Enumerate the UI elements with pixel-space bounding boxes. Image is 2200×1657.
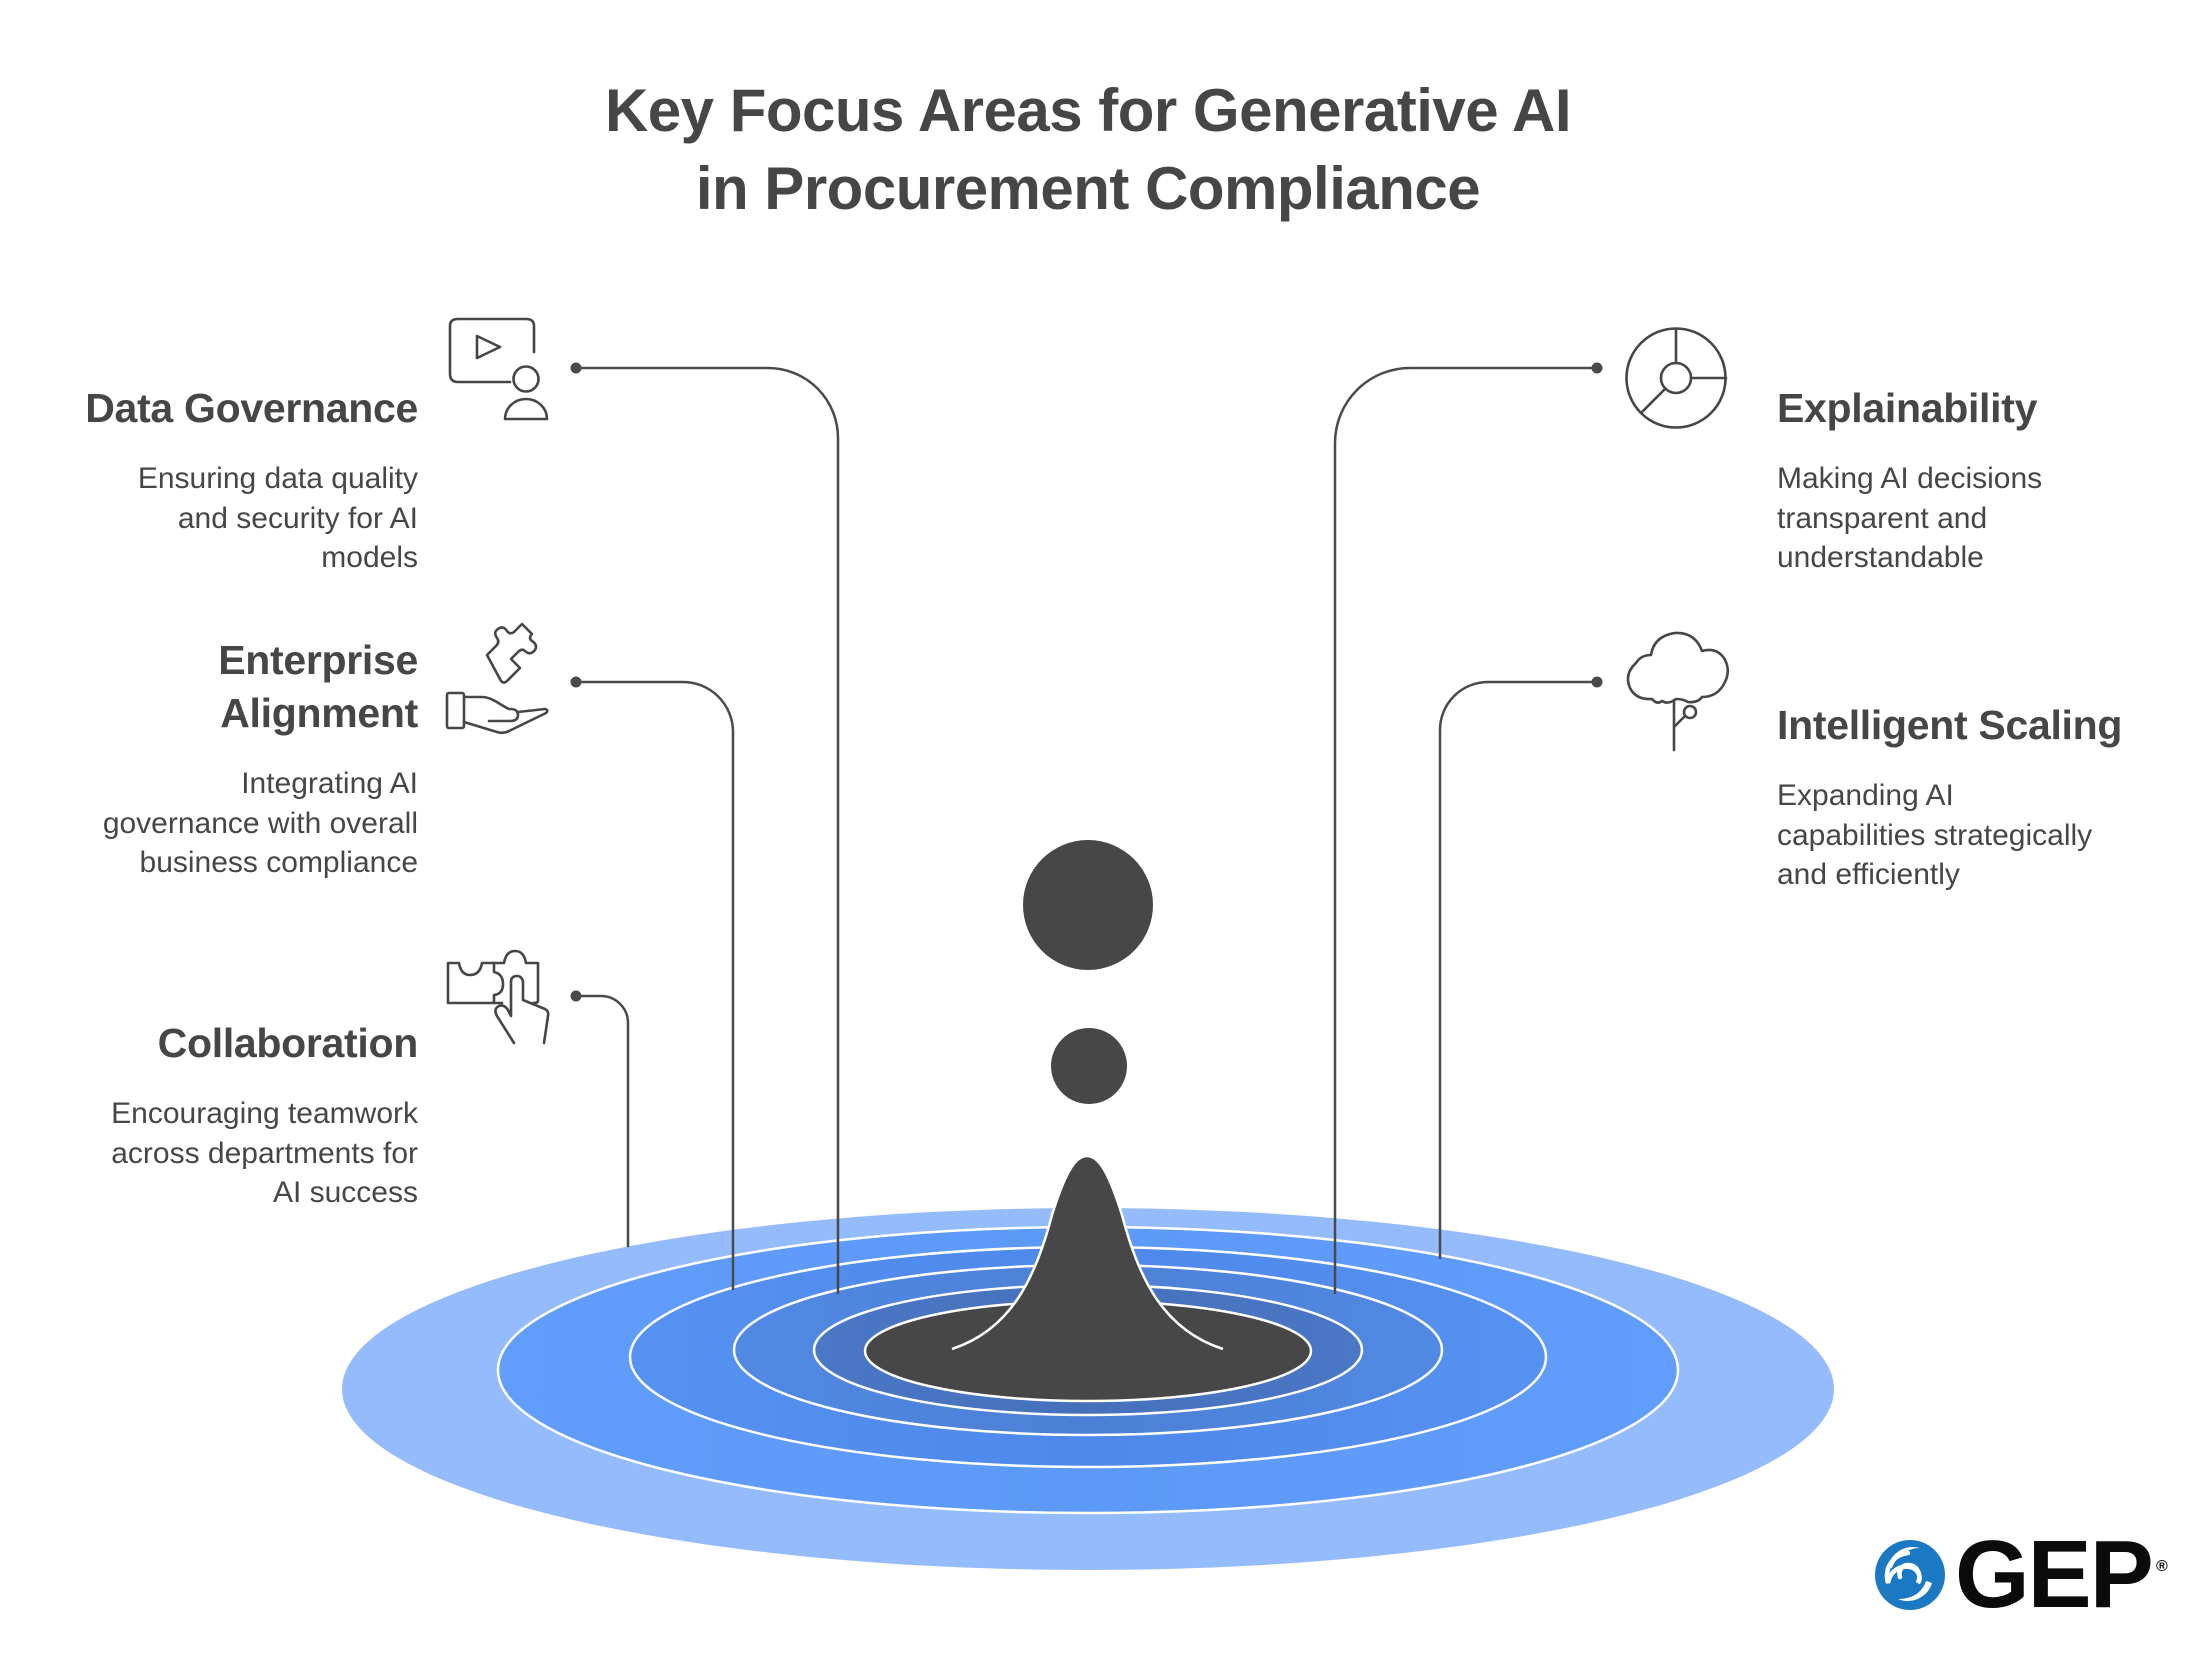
connector-enterprise-alignment (576, 680, 735, 1290)
description-line: transparent and (1777, 501, 1988, 535)
droplet-large (1023, 840, 1153, 970)
logo-swirl-space (1873, 1538, 1947, 1612)
connector-dot-data-governance (570, 362, 582, 374)
heading-line: Collaboration (157, 1020, 419, 1066)
item-enterprise-alignment: Enterprise Alignment Integrating AI gove… (103, 634, 418, 883)
splash-peak (952, 1156, 1223, 1352)
item-heading: Explainability (1777, 382, 2042, 435)
item-data-governance: Data Governance Ensuring data quality an… (85, 382, 418, 578)
heading-line: Enterprise (218, 637, 418, 683)
item-description: Encouraging teamwork across departments … (111, 1094, 418, 1213)
description-line: business compliance (139, 846, 418, 879)
item-heading: Collaboration (111, 1017, 419, 1070)
description-line: across departments for (111, 1136, 418, 1170)
description-line: Ensuring data quality (137, 462, 418, 495)
title-line-2: in Procurement Compliance (695, 155, 1481, 222)
item-intelligent-scaling: Intelligent Scaling Expanding AI capabil… (1777, 699, 2122, 895)
description-line: and security for AI (177, 501, 418, 535)
swirl-icon (1875, 1540, 1945, 1610)
item-collaboration: Collaboration Encouraging teamwork acros… (111, 1017, 418, 1213)
tree-growth-icon (1626, 631, 1730, 752)
description-line: Expanding AI (1777, 779, 1954, 812)
item-explainability: Explainability Making AI decisions trans… (1777, 382, 2042, 578)
item-heading: Enterprise Alignment (103, 634, 418, 740)
hand-puzzle-icon (445, 622, 549, 735)
puzzle-touch-icon (446, 949, 550, 1045)
connector-dot-intelligent-scaling (1591, 676, 1603, 688)
logo-wordmark-text: GEP (1955, 1521, 2154, 1628)
item-heading: Intelligent Scaling (1777, 699, 2122, 752)
description-line: Encouraging teamwork (111, 1097, 418, 1130)
connector-dot-collaboration (570, 990, 582, 1002)
connectors (576, 366, 1597, 1294)
logo-wordmark: GEP ® (1955, 1527, 2168, 1623)
heading-line: Alignment (220, 690, 418, 736)
heading-line: Data Governance (85, 385, 418, 431)
video-user-icon (448, 317, 549, 421)
connector-intelligent-scaling (1438, 680, 1597, 1259)
description-line: understandable (1777, 541, 1984, 574)
description-line: models (321, 541, 418, 574)
item-description: Expanding AI capabilities strategically … (1777, 776, 2122, 895)
gep-logo: GEP ® (1873, 1527, 2168, 1623)
heading-line: Intelligent Scaling (1777, 702, 2123, 748)
description-line: AI success (272, 1176, 418, 1209)
connector-collaboration (576, 994, 630, 1247)
item-description: Integrating AI governance with overall b… (103, 764, 418, 883)
item-description: Ensuring data quality and security for A… (85, 459, 418, 578)
connector-explainability (1333, 366, 1597, 1294)
description-line: governance with overall (102, 806, 418, 840)
pie-chart-icon (1625, 327, 1728, 429)
connector-dot-enterprise-alignment (570, 676, 582, 688)
item-heading: Data Governance (85, 382, 418, 435)
splash-peak-outline (951, 1154, 1224, 1351)
page-title: Key Focus Areas for Generative AI in Pro… (0, 72, 2176, 228)
connector-dot-explainability (1591, 362, 1603, 374)
description-line: capabilities strategically (1777, 818, 2093, 852)
description-line: Making AI decisions (1777, 462, 2043, 495)
logo-registered-mark: ® (2155, 1558, 2168, 1575)
title-line-1: Key Focus Areas for Generative AI (604, 77, 1572, 144)
description-line: Integrating AI (241, 767, 418, 800)
droplet-small (1051, 1028, 1127, 1104)
item-description: Making AI decisions transparent and unde… (1777, 459, 2042, 578)
heading-line: Explainability (1777, 385, 2038, 431)
connector-data-governance (576, 366, 840, 1294)
description-line: and efficiently (1777, 858, 1960, 891)
